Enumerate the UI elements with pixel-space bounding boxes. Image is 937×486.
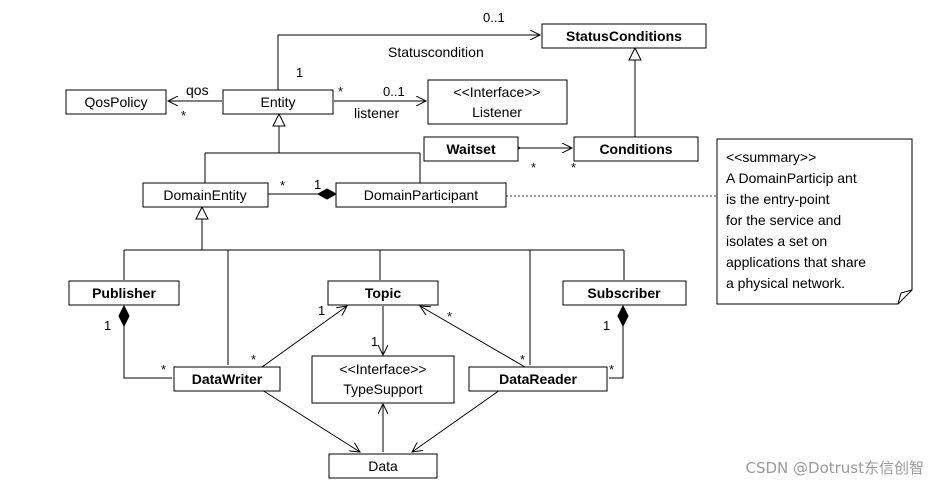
assoc-datawriter-data [261, 389, 360, 452]
class-datareader: DataReader [468, 366, 608, 392]
mult-listener: 0..1 [383, 84, 405, 99]
class-datawriter: DataWriter [173, 366, 281, 392]
class-waitset-label: Waitset [446, 141, 496, 157]
class-typesupport-stereotype: <<Interface>> [339, 361, 426, 377]
class-entity-label: Entity [260, 94, 295, 110]
class-qospolicy-label: QosPolicy [84, 94, 147, 110]
class-typesupport-label: TypeSupport [343, 381, 422, 397]
class-statusconditions: StatusConditions [541, 23, 707, 49]
mult-waitset: * [531, 160, 536, 175]
note-line-1: <<summary>> [726, 149, 816, 165]
connectors [118, 35, 717, 452]
note-line-5: isolates a set on [726, 233, 827, 249]
class-domainentity-label: DomainEntity [163, 187, 246, 203]
comp-publisher-datawriter [123, 326, 172, 379]
class-listener-label: Listener [472, 104, 522, 120]
role-qos: qos [186, 82, 209, 98]
class-datawriter-label: DataWriter [192, 371, 263, 387]
mult-statusconditions: 0..1 [483, 10, 505, 25]
mult-topic-writer: 1 [318, 303, 325, 318]
role-listener: listener [354, 105, 399, 121]
comp-diamond-publisher [118, 304, 130, 328]
class-publisher: Publisher [68, 280, 180, 306]
class-subscriber-label: Subscriber [587, 285, 661, 301]
watermark: CSDN @Dotrust东信创智 [745, 459, 924, 477]
mult-topic-typesupport: 1 [371, 334, 378, 349]
class-qospolicy: QosPolicy [65, 89, 167, 115]
assoc-datareader-topic [420, 306, 526, 368]
class-waitset: Waitset [423, 136, 519, 162]
class-data-label: Data [368, 458, 398, 474]
summary-note: <<summary>> A DomainParticip ant is the … [716, 138, 913, 305]
comp-diamond-subscriber [617, 304, 629, 328]
class-conditions: Conditions [573, 136, 699, 162]
class-listener-stereotype: <<Interface>> [453, 84, 540, 100]
gen-branch-domainentity [123, 219, 625, 365]
mult-datareader-sub: * [609, 362, 614, 377]
gen-triangle-domainentity [195, 205, 209, 220]
note-line-4: for the service and [726, 212, 841, 228]
gen-triangle-statusconditions [628, 46, 642, 61]
mult-domainparticipant: 1 [314, 177, 321, 192]
mult-datawriter-topic: * [251, 352, 256, 367]
mult-topic-reader: * [447, 309, 452, 324]
assoc-entity-statusconditions [277, 35, 540, 90]
class-entity: Entity [222, 89, 334, 115]
class-typesupport: <<Interface>> TypeSupport [311, 355, 455, 404]
mult-datawriter-pub: * [161, 362, 166, 377]
gen-triangle-entity [272, 112, 286, 127]
role-statuscondition: Statuscondition [388, 44, 484, 60]
class-domainparticipant-label: DomainParticipant [364, 187, 478, 203]
mult-datareader-topic: * [520, 352, 525, 367]
class-data: Data [328, 453, 438, 479]
mult-publisher: 1 [104, 318, 111, 333]
mult-conditions: * [571, 160, 576, 175]
class-domainentity: DomainEntity [142, 182, 269, 208]
assoc-datawriter-topic [261, 306, 347, 368]
note-line-6: applications that share [726, 254, 866, 270]
class-publisher-label: Publisher [92, 285, 156, 301]
class-subscriber: Subscriber [562, 280, 687, 306]
association-labels: 0..1 Statuscondition 1 qos * * 0..1 list… [104, 10, 614, 377]
note-line-3: is the entry-point [726, 191, 830, 207]
mult-entity-listener: * [338, 84, 343, 99]
gen-branch-entity [204, 126, 421, 183]
class-statusconditions-label: StatusConditions [566, 28, 682, 44]
mult-qos: * [181, 108, 186, 123]
class-conditions-label: Conditions [599, 141, 672, 157]
note-line-2: A DomainParticip ant [726, 170, 857, 186]
class-domainparticipant: DomainParticipant [335, 182, 507, 208]
note-line-7: a physical network. [726, 275, 845, 291]
class-topic-label: Topic [365, 285, 402, 301]
class-datareader-label: DataReader [499, 371, 577, 387]
class-listener: <<Interface>> Listener [427, 79, 568, 125]
mult-subscriber: 1 [603, 318, 610, 333]
assoc-datareader-data [412, 389, 501, 452]
mult-entity-status: 1 [296, 65, 303, 80]
comp-subscriber-datareader [609, 326, 624, 379]
class-topic: Topic [327, 280, 439, 306]
mult-domainentity: * [280, 178, 285, 193]
